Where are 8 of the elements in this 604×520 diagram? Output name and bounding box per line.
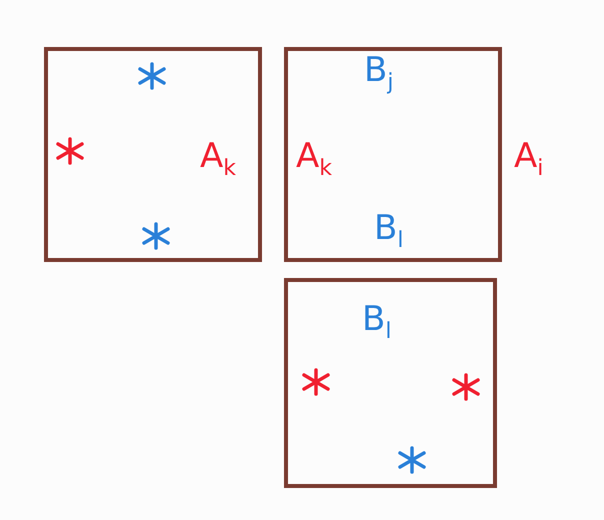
math-label: A$_{k}$ [200, 139, 236, 180]
math-label: A$_{i}$ [514, 139, 544, 180]
math-label: B$_{l}$ [362, 302, 392, 343]
math-label: B$_{j}$ [364, 53, 394, 94]
math-label: A$_{k}$ [296, 139, 332, 180]
math-label: B$_{l}$ [374, 211, 404, 252]
square-box [44, 47, 262, 262]
square-box [284, 278, 497, 488]
